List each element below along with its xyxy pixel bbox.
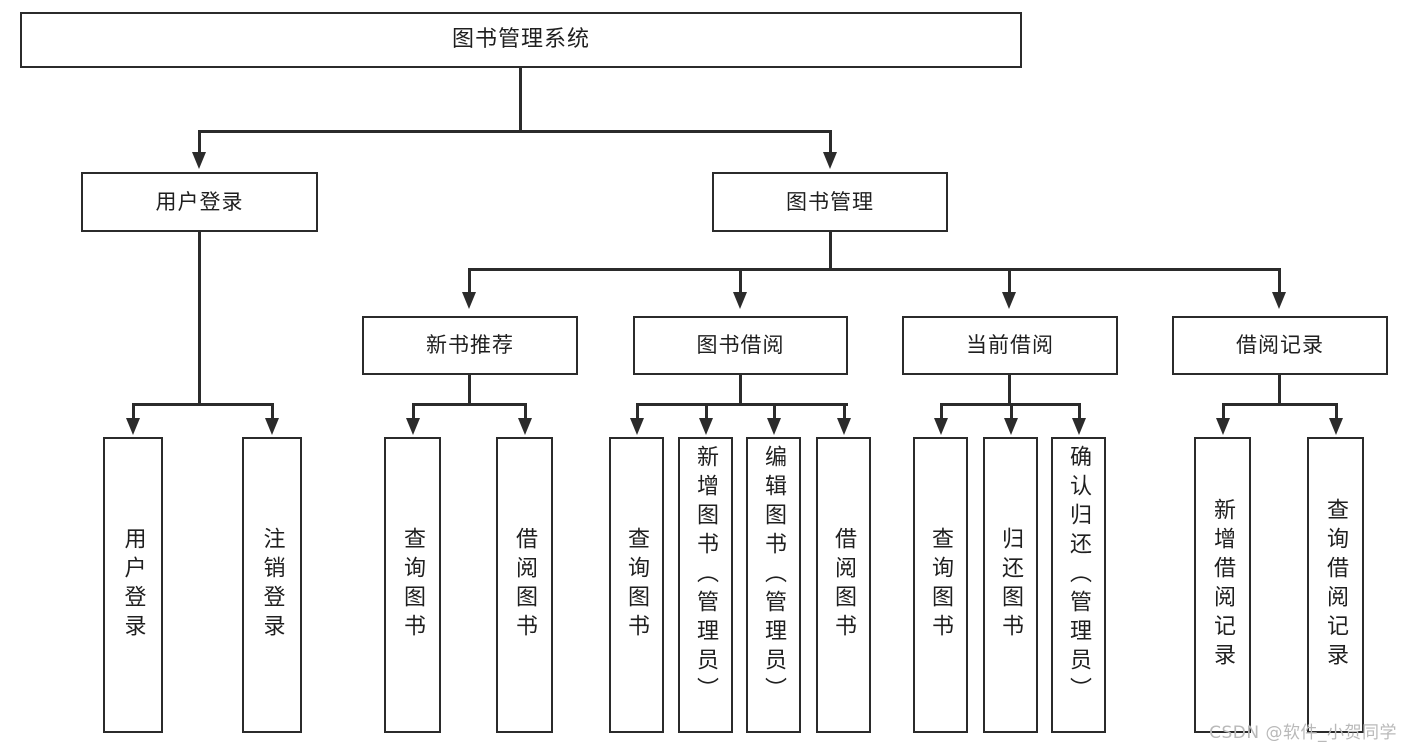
leaf-return-book[interactable]: 归还图书 [983, 437, 1038, 733]
node-label: 借阅图书 [512, 527, 538, 643]
connector-drop-book-management [829, 130, 832, 155]
node-label: 确认归还（管理员） [1066, 445, 1092, 706]
node-label: 新增借阅记录 [1210, 498, 1236, 672]
connector-drop-user-login [198, 130, 201, 155]
node-new-book-recommend[interactable]: 新书推荐 [362, 316, 578, 375]
arrow-user-login [192, 152, 206, 169]
connector-drop-borrow-book-1 [524, 403, 527, 420]
node-label: 借阅记录 [1236, 333, 1324, 358]
node-label: 查询图书 [928, 527, 954, 643]
node-label: 查询图书 [400, 527, 426, 643]
connector-user-login-stem [198, 232, 201, 405]
arrow-leaf-borrow-book-1 [518, 418, 532, 435]
connector-drop-leaf-logout [271, 403, 274, 420]
arrow-leaf-add-book [699, 418, 713, 435]
node-label: 编辑图书（管理员） [761, 445, 787, 706]
arrow-leaf-edit-book [767, 418, 781, 435]
connector-drop-confirm-return [1078, 403, 1081, 420]
node-label: 查询图书 [624, 527, 650, 643]
leaf-query-borrow-record[interactable]: 查询借阅记录 [1307, 437, 1364, 733]
connector-drop-add-book [705, 403, 708, 420]
connector-bus-level3 [468, 268, 1280, 271]
connector-bus-borrow-record-leaves [1222, 403, 1337, 406]
connector-book-borrow-stem [739, 375, 742, 405]
connector-drop-leaf-user-login [132, 403, 135, 420]
arrow-borrow-record [1272, 292, 1286, 309]
leaf-confirm-return[interactable]: 确认归还（管理员） [1051, 437, 1106, 733]
arrow-leaf-query-record [1329, 418, 1343, 435]
connector-drop-borrow-record [1278, 268, 1281, 294]
node-label: 查询借阅记录 [1323, 498, 1349, 672]
connector-book-management-stem [829, 232, 832, 270]
arrow-leaf-return-book [1004, 418, 1018, 435]
connector-borrow-record-stem [1278, 375, 1281, 405]
csdn-watermark: CSDN @软件_小贺同学 [1209, 723, 1397, 743]
connector-drop-query-book-2 [636, 403, 639, 420]
connector-drop-add-record [1222, 403, 1225, 420]
leaf-add-borrow-record[interactable]: 新增借阅记录 [1194, 437, 1251, 733]
connector-drop-new-book [468, 268, 471, 294]
node-root-book-management-system[interactable]: 图书管理系统 [20, 12, 1022, 68]
node-label: 注销登录 [259, 527, 285, 643]
arrow-leaf-query-book-3 [934, 418, 948, 435]
connector-bus-level2 [198, 130, 832, 133]
connector-current-borrow-stem [1008, 375, 1011, 405]
leaf-query-book-recommend[interactable]: 查询图书 [384, 437, 441, 733]
connector-bus-book-borrow-leaves [636, 403, 848, 406]
node-label: 新增图书（管理员） [693, 445, 719, 706]
connector-drop-book-borrow [739, 268, 742, 294]
arrow-leaf-user-login [126, 418, 140, 435]
node-label: 图书管理系统 [451, 27, 590, 53]
node-label: 图书管理 [786, 189, 874, 214]
node-label: 借阅图书 [831, 527, 857, 643]
arrow-leaf-borrow-book-2 [837, 418, 851, 435]
connector-drop-return-book [1010, 403, 1013, 420]
connector-drop-query-book-1 [412, 403, 415, 420]
connector-new-book-stem [468, 375, 471, 405]
leaf-add-book[interactable]: 新增图书（管理员） [678, 437, 733, 733]
leaf-edit-book[interactable]: 编辑图书（管理员） [746, 437, 801, 733]
arrow-leaf-query-book-2 [630, 418, 644, 435]
arrow-leaf-confirm-return [1072, 418, 1086, 435]
arrow-leaf-add-record [1216, 418, 1230, 435]
leaf-query-book-current[interactable]: 查询图书 [913, 437, 968, 733]
connector-bus-user-login-leaves [132, 403, 274, 406]
node-current-borrow[interactable]: 当前借阅 [902, 316, 1118, 375]
connector-bus-new-book-leaves [412, 403, 526, 406]
leaf-user-login[interactable]: 用户登录 [103, 437, 163, 733]
arrow-current-borrow [1002, 292, 1016, 309]
arrow-leaf-logout [265, 418, 279, 435]
node-label: 当前借阅 [966, 333, 1054, 358]
arrow-book-management [823, 152, 837, 169]
node-borrow-record[interactable]: 借阅记录 [1172, 316, 1388, 375]
node-label: 用户登录 [155, 189, 244, 214]
node-book-borrow[interactable]: 图书借阅 [633, 316, 848, 375]
node-label: 归还图书 [998, 527, 1024, 643]
connector-root-stem [519, 68, 522, 132]
leaf-query-book-borrow[interactable]: 查询图书 [609, 437, 664, 733]
connector-drop-borrow-book-2 [843, 403, 846, 420]
node-label: 新书推荐 [426, 333, 514, 358]
connector-drop-query-record [1335, 403, 1338, 420]
leaf-borrow-book-recommend[interactable]: 借阅图书 [496, 437, 553, 733]
leaf-borrow-book[interactable]: 借阅图书 [816, 437, 871, 733]
leaf-logout[interactable]: 注销登录 [242, 437, 302, 733]
connector-drop-query-book-3 [940, 403, 943, 420]
node-label: 图书借阅 [696, 333, 785, 358]
arrow-new-book-recommend [462, 292, 476, 309]
arrow-book-borrow [733, 292, 747, 309]
node-label: 用户登录 [120, 527, 146, 643]
node-book-management[interactable]: 图书管理 [712, 172, 948, 232]
node-user-login[interactable]: 用户登录 [81, 172, 318, 232]
arrow-leaf-query-book-1 [406, 418, 420, 435]
connector-drop-current-borrow [1008, 268, 1011, 294]
connector-drop-edit-book [773, 403, 776, 420]
